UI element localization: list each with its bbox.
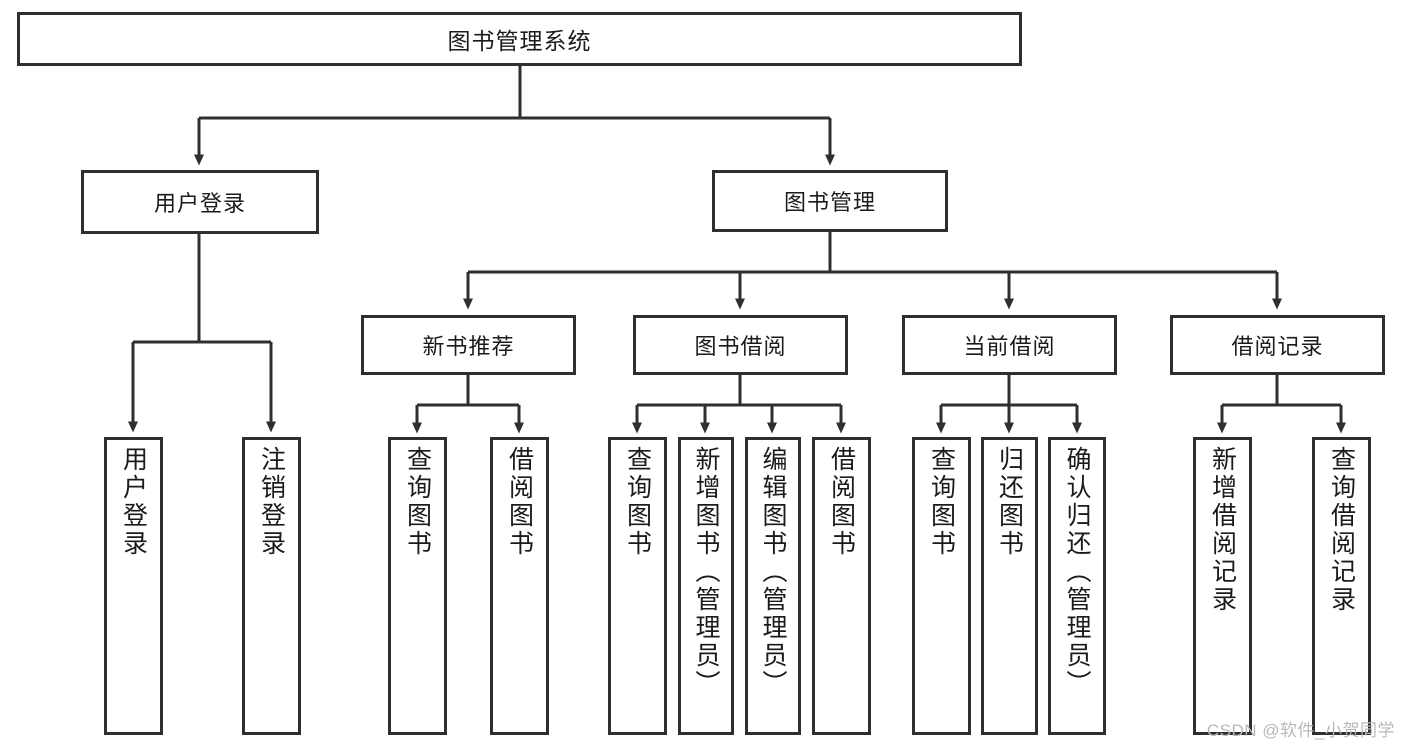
leaf-confirm-return[interactable]: 确认归还（管理员） [1048,437,1106,735]
node-label: 借阅图书 [827,446,856,558]
node-label: 新增图书（管理员） [692,446,720,698]
node-label: 查询图书 [927,446,956,558]
node-book-borrow[interactable]: 图书借阅 [633,315,848,375]
node-label: 图书借阅 [694,334,787,359]
node-borrow-record[interactable]: 借阅记录 [1170,315,1385,375]
leaf-user-login[interactable]: 用户登录 [104,437,163,735]
node-new-book-recommend[interactable]: 新书推荐 [361,315,576,375]
node-label: 查询图书 [403,446,432,558]
node-label: 新书推荐 [422,334,515,359]
node-label: 借阅记录 [1231,334,1324,359]
node-label: 用户登录 [153,191,246,216]
leaf-add-book[interactable]: 新增图书（管理员） [678,437,734,735]
leaf-add-record[interactable]: 新增借阅记录 [1193,437,1252,735]
leaf-borrow-book-1[interactable]: 借阅图书 [490,437,549,735]
node-label: 借阅图书 [505,446,534,558]
node-label: 编辑图书（管理员） [759,446,787,698]
node-book-manage[interactable]: 图书管理 [712,170,948,232]
node-label: 图书管理系统 [447,28,592,54]
node-label: 当前借阅 [963,334,1056,359]
leaf-query-book-2[interactable]: 查询图书 [608,437,667,735]
node-label: 注销登录 [257,446,286,558]
node-label: 查询借阅记录 [1327,446,1356,614]
leaf-query-book-3[interactable]: 查询图书 [912,437,971,735]
node-label: 新增借阅记录 [1208,446,1237,614]
leaf-edit-book[interactable]: 编辑图书（管理员） [745,437,801,735]
node-current-borrow[interactable]: 当前借阅 [902,315,1117,375]
leaf-borrow-book-2[interactable]: 借阅图书 [812,437,871,735]
node-root-system[interactable]: 图书管理系统 [17,12,1022,66]
leaf-return-book[interactable]: 归还图书 [981,437,1038,735]
node-label: 查询图书 [623,446,652,558]
leaf-query-record[interactable]: 查询借阅记录 [1312,437,1371,735]
node-label: 归还图书 [995,446,1024,558]
node-user-login[interactable]: 用户登录 [81,170,319,234]
node-label: 用户登录 [119,446,148,558]
leaf-user-logout[interactable]: 注销登录 [242,437,301,735]
leaf-query-book-1[interactable]: 查询图书 [388,437,447,735]
node-label: 图书管理 [783,190,876,215]
node-label: 确认归还（管理员） [1063,446,1091,698]
watermark-text: CSDN @软件_小贺同学 [1206,721,1395,740]
